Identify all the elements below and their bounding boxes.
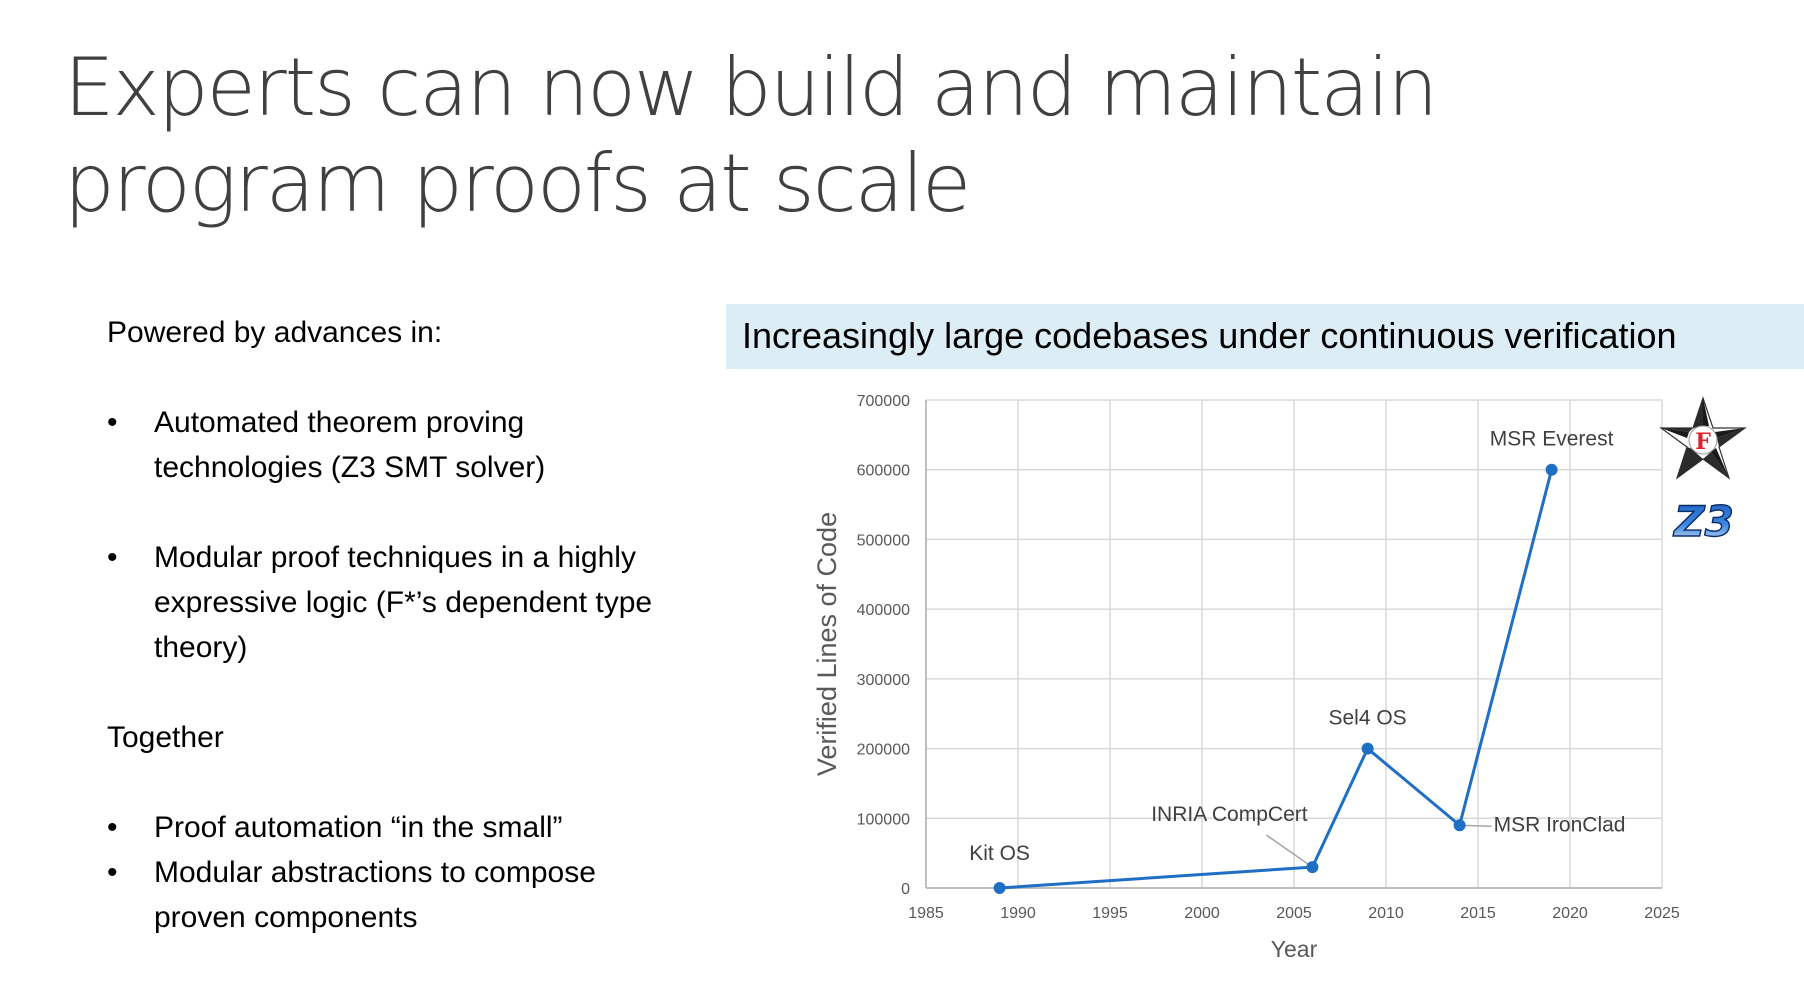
data-point-markers <box>993 463 1558 894</box>
together-heading: Together <box>107 721 224 754</box>
y-tick-label: 400000 <box>857 602 910 619</box>
x-axis-title: Year <box>1271 936 1318 962</box>
bullet-icon: • <box>107 406 118 439</box>
data-point-labels: Kit OS INRIA CompCert Sel4 OS MSR IronClad M… <box>969 428 1625 865</box>
x-tick-label: 1985 <box>908 905 944 922</box>
banner-text: Increasingly large codebases under conti… <box>742 315 1677 356</box>
x-axis-tick-labels: 1985 1990 1995 2000 2005 2010 2015 2020 2025 <box>908 905 1680 922</box>
advance-2-line-1: Modular proof techniques in a highly <box>154 541 636 574</box>
y-tick-label: 200000 <box>857 742 910 759</box>
y-axis-title: Verified Lines of Code <box>812 512 842 776</box>
chart-axes <box>925 400 1662 889</box>
advance-1-line-1: Automated theorem proving <box>154 406 525 439</box>
advance-1-line-2: technologies (Z3 SMT solver) <box>154 451 546 484</box>
chart-banner: Increasingly large codebases under conti… <box>726 304 1804 369</box>
svg-text:F: F <box>1695 429 1711 455</box>
data-point[interactable] <box>1306 861 1319 874</box>
slide-title: Experts can now build and maintain progr… <box>64 40 1438 232</box>
together-2-line-2: proven components <box>154 901 418 934</box>
together-2-line-1: Modular abstractions to compose <box>154 856 596 889</box>
slide-title-line-1: Experts can now build and maintain <box>64 41 1438 134</box>
z3-logo-icon: Z3 <box>1671 498 1734 542</box>
x-tick-label: 1990 <box>1000 905 1036 922</box>
data-label: Sel4 OS <box>1328 707 1406 730</box>
advance-2-line-3: theory) <box>154 631 248 664</box>
label-leader-lines <box>1265 824 1492 868</box>
x-tick-label: 1995 <box>1092 905 1128 922</box>
x-tick-label: 2010 <box>1368 905 1404 922</box>
slide-title-line-2: program proofs at scale <box>64 137 971 230</box>
data-label: MSR IronClad <box>1494 813 1626 836</box>
intro-text: Powered by advances in: <box>107 316 443 349</box>
y-axis-tick-labels: 0 100000 200000 300000 400000 500000 600000 700… <box>857 393 910 898</box>
data-label: Kit OS <box>969 842 1030 865</box>
data-point[interactable] <box>1453 819 1466 832</box>
data-label: INRIA CompCert <box>1151 803 1308 826</box>
data-point[interactable] <box>993 882 1006 894</box>
bullet-icon: • <box>107 811 118 844</box>
bullet-icon: • <box>107 541 118 574</box>
x-tick-label: 2005 <box>1276 905 1312 922</box>
together-1-line-1: Proof automation “in the small” <box>154 811 563 844</box>
x-tick-label: 2020 <box>1552 905 1588 922</box>
leader-line <box>1265 834 1313 868</box>
data-point[interactable] <box>1545 463 1558 476</box>
advance-2-line-2: expressive logic (F*’s dependent type <box>154 586 653 619</box>
y-tick-label: 600000 <box>857 463 910 480</box>
data-label: MSR Everest <box>1490 428 1614 451</box>
x-tick-label: 2025 <box>1644 905 1680 922</box>
y-tick-label: 100000 <box>857 811 910 828</box>
y-tick-label: 0 <box>901 881 910 898</box>
fstar-star-logo-icon: F <box>1659 396 1747 480</box>
y-tick-label: 500000 <box>857 532 910 549</box>
bullet-icon: • <box>107 856 118 889</box>
chart-gridlines <box>926 399 1663 888</box>
data-point[interactable] <box>1361 742 1374 755</box>
y-tick-label: 700000 <box>857 393 910 410</box>
x-tick-label: 2000 <box>1184 905 1220 922</box>
y-tick-label: 300000 <box>857 672 910 689</box>
x-tick-label: 2015 <box>1460 905 1496 922</box>
svg-text:Z3: Z3 <box>1672 498 1734 542</box>
